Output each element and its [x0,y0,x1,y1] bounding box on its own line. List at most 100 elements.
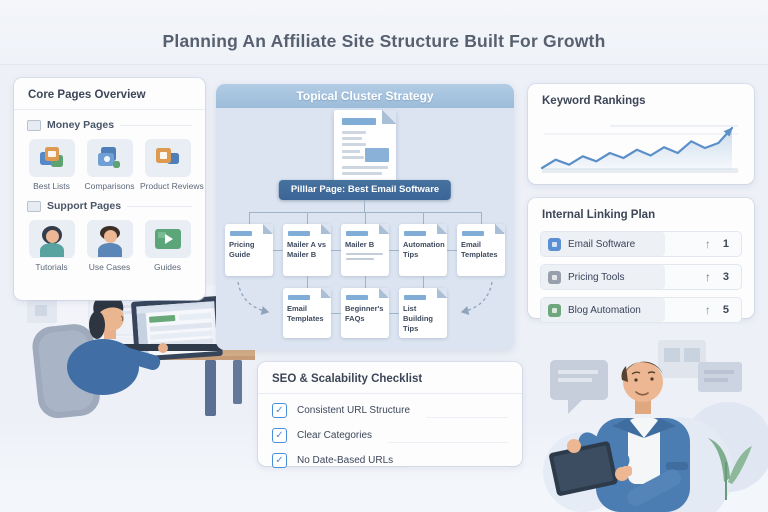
tile-guides[interactable]: Guides [140,220,195,272]
tile-label: Comparisons [84,181,135,191]
support-pages-tiles: Tutorials Use Cases Guides [14,218,205,272]
checkbox-checked-icon[interactable] [272,403,287,418]
money-pages-icon [27,119,41,131]
tile-comparisons[interactable]: Comparisons [82,139,137,191]
speech-bubble-shape [550,360,608,414]
tile-use-cases[interactable]: Use Cases [82,220,137,272]
connector-drop [423,276,424,288]
link-chip: Email Software [541,232,665,256]
connector-link [447,250,457,251]
cluster-card-email-templates-2[interactable]: Email Templates [283,288,331,338]
connector-link [331,313,341,314]
divider [409,467,508,468]
link-rank: ↑ 3 [665,271,741,283]
pricing-tools-icon [548,270,561,284]
cluster-header: Topical Cluster Strategy [216,84,514,108]
internal-linking-panel: Internal Linking Plan Email Software ↑ 1… [528,198,754,323]
card-label: Mailer B [345,240,375,249]
connector-link [389,250,399,251]
connector-link [331,250,341,251]
cluster-card-beginners-faqs[interactable]: Beginner's FAQs [341,288,389,338]
connector-drop [481,212,482,224]
card-label: Beginner's FAQs [345,304,384,323]
guides-tile[interactable] [144,220,191,258]
cluster-card-mailer-b[interactable]: Mailer B [341,224,389,276]
product-reviews-tile[interactable] [144,139,191,177]
link-label: Blog Automation [568,304,641,316]
link-rank: ↑ 1 [665,238,741,250]
keyword-rankings-title: Keyword Rankings [542,95,646,107]
tile-tutorials[interactable]: Tutorials [24,220,79,272]
card-label: Email Templates [461,240,498,259]
title-band [0,0,768,65]
seo-checklist-title: SEO & Scalability Checklist [258,362,522,394]
tile-label: Tutorials [35,262,68,272]
internal-linking-rows: Email Software ↑ 1 Pricing Tools ↑ 3 Blo… [528,229,754,323]
link-row-blog-automation[interactable]: Blog Automation ↑ 5 [540,297,742,323]
check-label: Clear Categories [297,430,373,441]
core-pages-title: Core Pages Overview [14,78,205,110]
link-chip: Pricing Tools [541,265,665,289]
cluster-card-list-building-tips[interactable]: List Building Tips [399,288,447,338]
woman-at-laptop-illustration [27,285,255,419]
plant-leaf-shape [708,438,752,500]
pillar-page-badge[interactable]: Pilllar Page: Best Email Software [278,180,452,200]
link-label: Email Software [568,238,636,250]
email-software-icon [548,237,561,251]
tutorials-tile[interactable] [28,220,75,258]
check-row-clear-categories: Clear Categories [272,423,508,448]
arrow-up-icon: ↑ [704,237,711,251]
connector-drop [365,212,366,224]
check-label: Consistent URL Structure [297,405,411,416]
seo-checklist-panel: SEO & Scalability Checklist Consistent U… [258,362,522,468]
comparisons-icon [97,146,123,170]
check-row-url-structure: Consistent URL Structure [272,398,508,423]
card-label: List Building Tips [403,304,433,333]
cluster-card-email-templates-1[interactable]: Email Templates [457,224,505,276]
checkbox-checked-icon[interactable] [272,453,287,468]
card-text-lines [345,252,385,260]
support-pages-label: Support Pages [47,200,122,212]
connector-drop [307,276,308,288]
tile-best-lists[interactable]: Best Lists [24,139,79,191]
core-pages-panel: Core Pages Overview Money Pages Best Lis… [14,78,205,300]
connector-trunk [364,200,365,212]
guides-video-icon [154,229,181,249]
tutorials-avatar-icon [38,226,66,257]
pillar-document-icon [334,110,396,182]
card-label: Pricing Guide [229,240,255,259]
checkbox-checked-icon[interactable] [272,428,287,443]
cluster-card-automation-tips[interactable]: Automation Tips [399,224,447,276]
link-row-email-software[interactable]: Email Software ↑ 1 [540,231,742,257]
seo-checklist-rows: Consistent URL Structure Clear Categorie… [258,394,522,473]
cluster-card-pricing-guide[interactable]: Pricing Guide [225,224,273,276]
arrow-up-icon: ↑ [704,303,711,317]
link-rank: ↑ 5 [665,304,741,316]
connector-drop [249,212,250,224]
connector-link [273,250,283,251]
link-row-pricing-tools[interactable]: Pricing Tools ↑ 3 [540,264,742,290]
comparisons-tile[interactable] [86,139,133,177]
divider [426,417,508,418]
use-cases-tile[interactable] [86,220,133,258]
link-label: Pricing Tools [568,271,625,283]
connector-drop [423,212,424,224]
check-label: No Date-Based URLs [297,455,394,466]
best-lists-icon [39,146,65,170]
check-row-no-date-urls: No Date-Based URLs [272,448,508,473]
tile-label: Guides [154,262,181,272]
use-cases-avatar-icon [96,226,124,257]
connector-drop [365,276,366,288]
tile-product-reviews[interactable]: Product Reviews [140,139,204,191]
divider [127,205,192,207]
card-label: Email Templates [287,304,324,323]
money-pages-tiles: Best Lists Comparisons Product Reviews [14,137,205,191]
connector-drop [307,212,308,224]
money-pages-label: Money Pages [47,119,115,131]
best-lists-tile[interactable] [28,139,75,177]
card-label: Mailer A vs Mailer B [287,240,327,259]
cluster-card-mailer-a-vs-b[interactable]: Mailer A vs Mailer B [283,224,331,276]
link-rank-value: 3 [722,271,729,283]
product-reviews-icon [155,146,181,170]
divider [120,124,192,126]
